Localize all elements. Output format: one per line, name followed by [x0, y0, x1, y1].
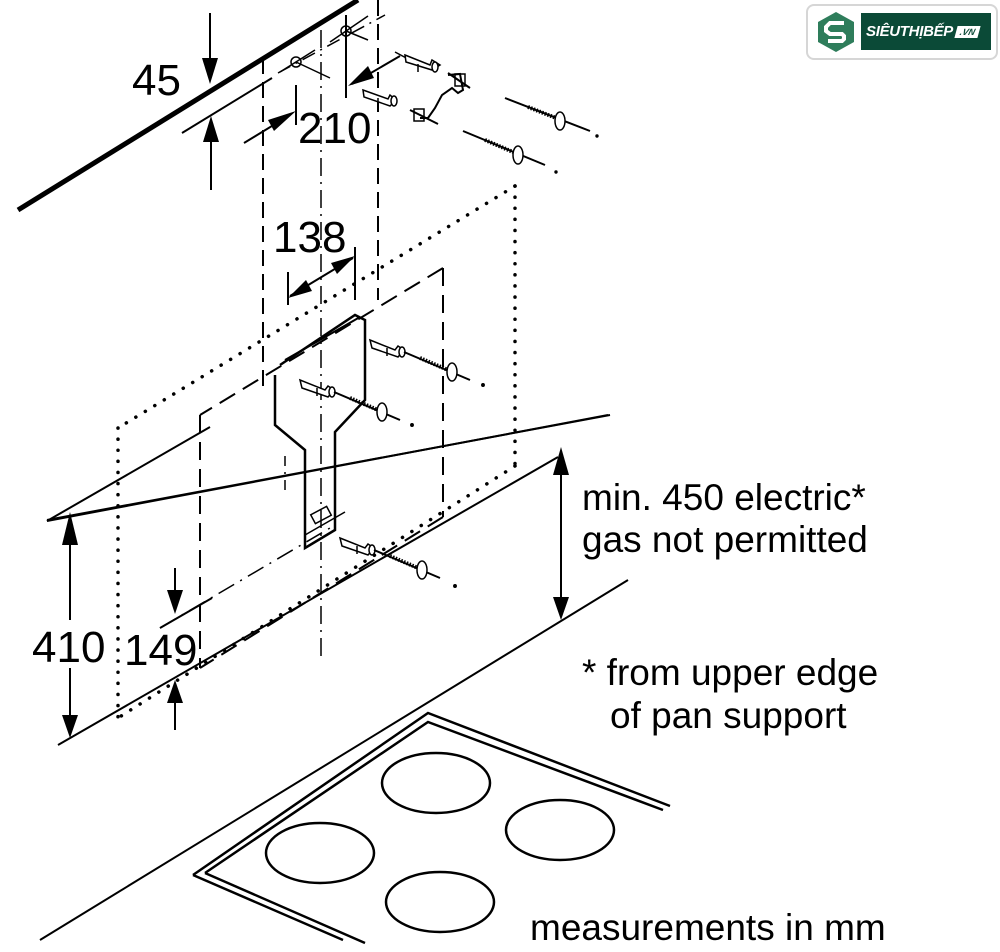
note-clearance-2: gas not permitted	[582, 519, 868, 560]
brand-logo: SIÊUTHỊBẾP .VN	[806, 4, 998, 60]
line-450-lower	[39, 579, 629, 941]
line-410-bottom	[57, 456, 559, 746]
note-clearance-1: min. 450 electric*	[582, 477, 866, 518]
ceiling-offset-line	[181, 77, 273, 134]
dimension-210-arrows	[243, 55, 401, 144]
dimension-450-arrows	[553, 447, 569, 620]
line-410-top	[46, 426, 211, 522]
dimension-410-arrows	[62, 512, 78, 738]
note-footnote-2: of pan support	[610, 695, 847, 736]
wall-plug-middle-2	[298, 378, 414, 427]
burner-left	[264, 821, 376, 885]
label-410: 410	[32, 623, 105, 672]
screw-upper-2	[462, 130, 558, 174]
dimension-45-arrows	[202, 13, 219, 190]
ceiling-line	[16, 0, 360, 213]
hob-inner-edge	[204, 720, 664, 875]
burner-back	[380, 751, 492, 815]
logo-tld: .VN	[954, 25, 981, 38]
note-footnote-1: * from upper edge	[582, 652, 878, 693]
label-149: 149	[124, 626, 197, 675]
logo-brand-text: SIÊUTHỊBẾP	[866, 23, 954, 40]
burner-right	[504, 798, 616, 862]
ceiling-bracket	[409, 72, 471, 125]
slant-upper-edge	[46, 414, 609, 522]
hood-outline-dotted	[116, 184, 517, 720]
hob-outer-edge	[192, 711, 671, 877]
label-138: 138	[273, 213, 346, 262]
logo-s-icon	[818, 12, 854, 52]
dimension-138-arrows	[287, 247, 356, 305]
label-210: 210	[298, 104, 371, 153]
label-45: 45	[132, 56, 181, 105]
wall-plug-lower	[338, 536, 457, 588]
wall-plug-upper-1	[394, 51, 442, 73]
screw-upper-1	[504, 97, 599, 138]
wall-bracket	[273, 313, 367, 551]
dimension-149-arrows	[167, 568, 183, 730]
hob	[192, 711, 671, 945]
wall-plug-middle-1	[368, 338, 485, 387]
burner-front	[384, 870, 496, 934]
wall-plug-upper-2	[362, 88, 398, 107]
ceiling-hole-left	[279, 49, 331, 125]
logo-banner: SIÊUTHỊBẾP .VN	[861, 13, 991, 50]
ceiling-hole-right	[329, 15, 369, 98]
note-units: measurements in mm	[530, 907, 886, 948]
line-149-top	[159, 597, 213, 629]
